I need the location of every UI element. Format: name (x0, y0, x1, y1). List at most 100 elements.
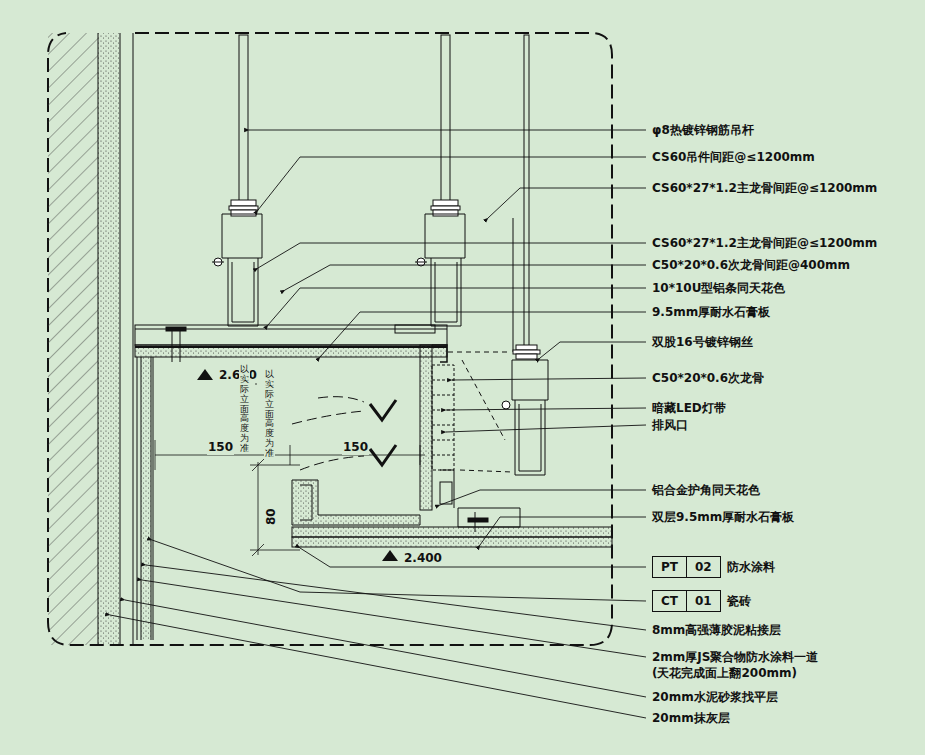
upper-ceiling-part (395, 325, 435, 333)
callout-text: 8mm高强薄胶泥粘接层 (652, 622, 781, 638)
material-name: 防水涂料 (727, 559, 775, 575)
drop-box-part (432, 380, 454, 381)
leader-lines-part (488, 188, 646, 218)
lower-ceiling-part (468, 518, 488, 522)
vertical-note: 以实际立面高度为准 (264, 370, 275, 459)
upper-ceiling-part (135, 345, 447, 357)
leader-lines-part (320, 312, 646, 357)
concrete-wall-part (133, 33, 134, 645)
dimension-lines-part (290, 445, 291, 465)
hanger-assembly-part (515, 400, 545, 475)
elevation-marks-part (197, 369, 213, 380)
airflow-arrows-part (318, 397, 364, 402)
tile-layers-part (153, 357, 154, 640)
hanger-assembly-part (524, 35, 529, 350)
material-tag-box: PT02 (652, 556, 721, 578)
drop-box-part (432, 395, 454, 396)
tag-code: CT (653, 591, 686, 611)
upper-ceiling (135, 325, 447, 362)
airflow-arrows-part (300, 456, 364, 470)
dimension-lines (155, 370, 425, 556)
lower-ceiling-part (458, 508, 520, 527)
concrete-wall-part (120, 33, 121, 645)
hanger-assembly-part (222, 214, 262, 258)
leader-lines (110, 130, 646, 718)
callout-text: 排风口 (652, 417, 688, 433)
tile-layers-part (141, 357, 151, 640)
concrete-wall-part (48, 33, 98, 645)
dimension-lines-part (155, 440, 156, 470)
drop-box-part (432, 425, 454, 426)
leader-lines-part (440, 490, 646, 505)
dimension-lines-part (252, 459, 264, 471)
hanger-assembly-part (516, 345, 537, 350)
leader-lines-part (300, 548, 646, 567)
callout-text: C50*20*0.6次龙骨间距@400mm (652, 257, 850, 273)
material-tag-box: CT01 (652, 590, 721, 612)
dimension-value: 150 (342, 439, 369, 455)
dimension-lines-part (420, 445, 421, 465)
callout-text: 双层9.5mm厚耐水石膏板 (652, 509, 794, 525)
leader-lines-part (258, 157, 646, 210)
hanger-assembly-part (431, 206, 460, 210)
tile-layers-part (137, 357, 138, 640)
callout-text: 双股16号镀锌钢丝 (652, 334, 753, 350)
airflow-arrows-part (370, 400, 396, 420)
hanger-assembly-part (229, 206, 258, 210)
hanger-assembly-part (239, 35, 248, 207)
drop-box-part (448, 352, 510, 353)
hanger-assembly-part (435, 262, 457, 322)
hanger-assembly-part (431, 258, 461, 326)
leader-lines-part (452, 378, 646, 380)
tag-code: PT (653, 557, 686, 577)
upper-ceiling-part (135, 325, 447, 345)
drop-box-part (420, 345, 432, 510)
lower-ceiling-part (300, 485, 312, 520)
leader-lines-part (258, 243, 646, 268)
leader-lines-part (480, 517, 646, 545)
hanger-assembly-part (519, 404, 541, 471)
detail-frame (48, 33, 612, 645)
dimension-lines-part (258, 462, 259, 555)
leader-lines-part (152, 540, 646, 601)
drop-box-part (462, 360, 505, 440)
callout-text: 10*10U型铝条同天花色 (652, 280, 785, 296)
drop-box-part (432, 455, 454, 456)
tile-layers (137, 357, 153, 640)
hanger-assembly-part (425, 214, 465, 258)
callout-text: 9.5mm厚耐水石膏板 (652, 304, 770, 320)
drop-box-part (460, 470, 512, 472)
leader-lines-part (446, 425, 646, 432)
hanger-assembly-part (231, 210, 256, 216)
callout-text: 20mm水泥砂浆找平层 (652, 689, 778, 705)
hanger-assembly-part (441, 35, 450, 207)
airflow-arrows (292, 397, 396, 470)
lower-ceiling-part (475, 512, 476, 532)
hanger-assembly-part (513, 218, 514, 352)
hanger-assembly-part (231, 200, 256, 206)
drop-box-part (432, 345, 447, 362)
tag-number: 02 (686, 557, 720, 577)
hanger-assembly-part (512, 360, 548, 400)
elevation-value: 2.650 (218, 367, 258, 383)
upper-ceiling-part (166, 327, 186, 331)
lower-ceiling-part (292, 480, 420, 525)
callout-text: φ8热镀锌钢筋吊杆 (652, 122, 754, 138)
drop-box (420, 345, 512, 510)
hanger-assembly-part (513, 350, 540, 354)
hanger-assembly-part (212, 262, 224, 263)
dimension-value: 150 (207, 439, 234, 455)
concrete-wall-part (98, 33, 99, 645)
callout-text: C50*20*0.6次龙骨 (652, 370, 764, 386)
leader-lines-part (146, 565, 646, 630)
tile-layers-part (151, 357, 152, 640)
tile-layers-part (141, 357, 142, 640)
hanger-assembly (212, 35, 548, 475)
callout-text: CS60*27*1.2主龙骨间距@≤1200mm (652, 235, 877, 251)
vertical-note: 以实际立面高度为准 (239, 365, 250, 454)
callout-text: 20mm抹灰层 (652, 710, 730, 726)
callout-text: CS60*27*1.2主龙骨间距@≤1200mm (652, 180, 877, 196)
airflow-arrows-part (292, 411, 364, 424)
